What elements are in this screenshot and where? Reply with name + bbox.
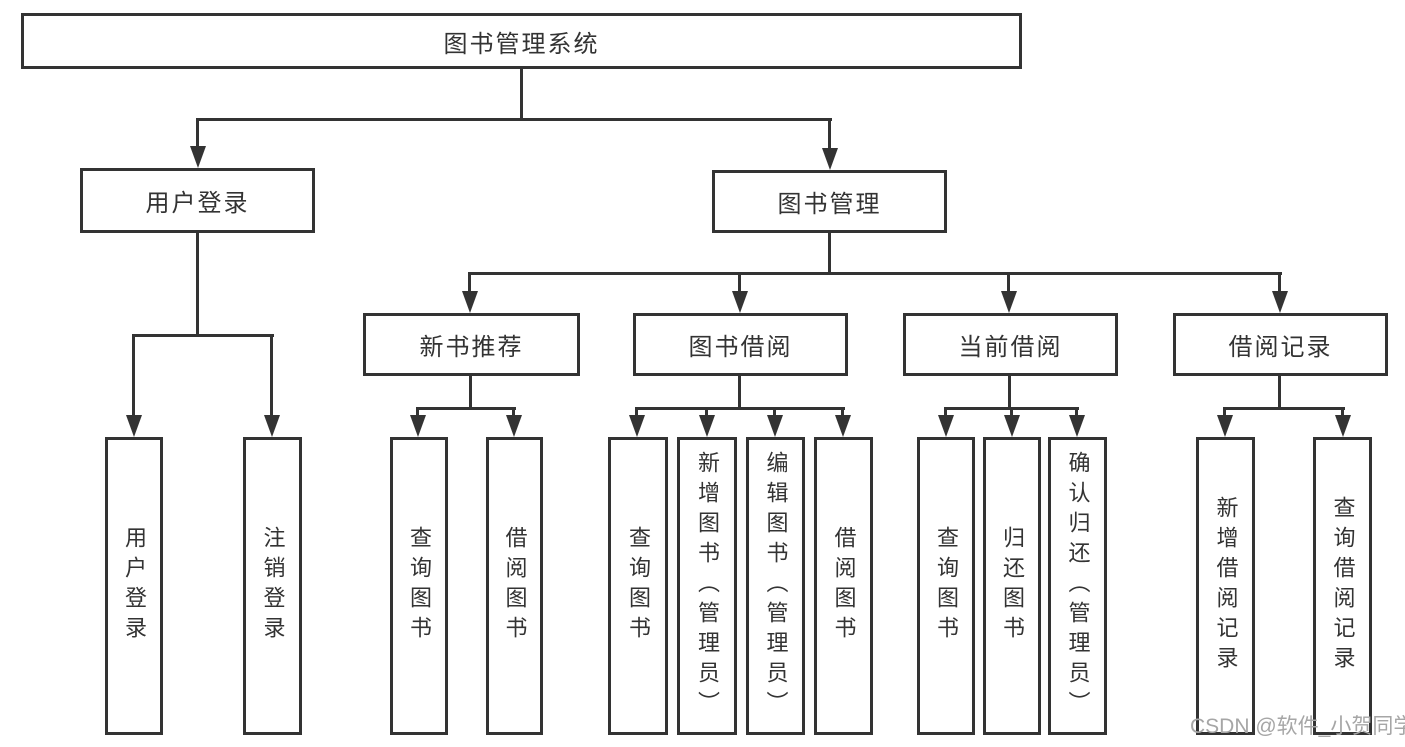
arrow-to-leaf-user-login xyxy=(132,334,135,415)
leaf-records-query-record-label: 查询借阅记录 xyxy=(1330,496,1356,676)
arrow-borrow-1 xyxy=(635,407,638,415)
leaf-current-confirm-return-label: 确认归还（管理员） xyxy=(1065,451,1091,721)
leaf-borrow-add-books-label: 新增图书（管理员） xyxy=(695,451,720,721)
leaf-borrow-edit-books-label: 编辑图书（管理员） xyxy=(763,451,789,721)
arrow-borrow-4 xyxy=(841,407,844,415)
connector-user-bar xyxy=(132,334,274,337)
arrow-borrow-3 xyxy=(773,407,776,415)
leaf-borrow-add-books: 新增图书（管理员） xyxy=(677,437,737,735)
leaf-newrec-query-books-label: 查询图书 xyxy=(407,526,432,646)
leaf-records-add-record: 新增借阅记录 xyxy=(1196,437,1255,735)
leaf-current-query-books: 查询图书 xyxy=(917,437,975,735)
arrow-newrec-2 xyxy=(512,407,515,415)
leaf-borrow-query-books: 查询图书 xyxy=(608,437,668,735)
node-new-rec: 新书推荐 xyxy=(363,313,580,376)
node-records-label: 借阅记录 xyxy=(1228,334,1333,361)
leaf-newrec-query-books: 查询图书 xyxy=(390,437,448,735)
arrow-to-book-mgmt xyxy=(828,118,831,148)
connector-root-stub xyxy=(520,68,523,120)
arrow-to-borrow xyxy=(738,272,741,291)
connector-newrec-bar xyxy=(416,407,516,410)
csdn-watermark: CSDN @软件_小贺同学 xyxy=(1190,715,1405,738)
connector-records-stub xyxy=(1278,376,1281,410)
connector-records-bar xyxy=(1223,407,1345,410)
node-book-mgmt-label: 图书管理 xyxy=(777,191,882,218)
node-root: 图书管理系统 xyxy=(21,13,1022,69)
leaf-user-login-label: 用户登录 xyxy=(122,526,147,646)
leaf-logout: 注销登录 xyxy=(243,437,302,735)
node-borrow: 图书借阅 xyxy=(633,313,848,376)
arrow-borrow-2 xyxy=(705,407,708,415)
leaf-current-return-books: 归还图书 xyxy=(983,437,1041,735)
leaf-borrow-borrow-books-label: 借阅图书 xyxy=(831,526,857,646)
node-book-mgmt: 图书管理 xyxy=(712,170,947,233)
leaf-current-confirm-return: 确认归还（管理员） xyxy=(1048,437,1107,735)
leaf-logout-label: 注销登录 xyxy=(260,526,286,646)
connector-borrow-bar xyxy=(635,407,845,410)
arrow-to-new-rec xyxy=(468,272,471,291)
leaf-borrow-edit-books: 编辑图书（管理员） xyxy=(746,437,805,735)
arrow-newrec-1 xyxy=(416,407,419,415)
leaf-borrow-borrow-books: 借阅图书 xyxy=(814,437,873,735)
connector-newrec-stub xyxy=(469,376,472,410)
connector-root-bar xyxy=(196,118,832,121)
connector-mgmt-stub xyxy=(828,233,831,275)
arrow-to-records xyxy=(1278,272,1281,291)
arrow-to-user-login xyxy=(196,118,199,146)
leaf-newrec-borrow-books-label: 借阅图书 xyxy=(502,526,528,646)
node-current: 当前借阅 xyxy=(903,313,1118,376)
arrow-records-1 xyxy=(1223,407,1226,415)
node-root-label: 图书管理系统 xyxy=(443,30,600,58)
node-current-label: 当前借阅 xyxy=(958,334,1063,361)
arrow-to-current xyxy=(1007,272,1010,291)
connector-borrow-stub xyxy=(738,376,741,410)
arrow-current-2 xyxy=(1010,407,1013,415)
arrow-records-2 xyxy=(1341,407,1344,415)
connector-mgmt-bar xyxy=(468,272,1282,275)
node-new-rec-label: 新书推荐 xyxy=(419,334,524,361)
node-records: 借阅记录 xyxy=(1173,313,1388,376)
arrow-current-1 xyxy=(944,407,947,415)
leaf-user-login: 用户登录 xyxy=(105,437,163,735)
node-borrow-label: 图书借阅 xyxy=(688,334,793,361)
node-user-login-label: 用户登录 xyxy=(145,190,250,217)
leaf-current-return-books-label: 归还图书 xyxy=(1000,526,1025,646)
leaf-records-query-record: 查询借阅记录 xyxy=(1313,437,1372,735)
leaf-borrow-query-books-label: 查询图书 xyxy=(626,526,651,646)
arrow-current-3 xyxy=(1075,407,1078,415)
leaf-current-query-books-label: 查询图书 xyxy=(934,526,959,646)
arrow-to-leaf-logout xyxy=(270,334,273,415)
node-user-login: 用户登录 xyxy=(80,168,315,233)
connector-user-stub xyxy=(196,233,199,337)
leaf-records-add-record-label: 新增借阅记录 xyxy=(1213,496,1239,676)
leaf-newrec-borrow-books: 借阅图书 xyxy=(486,437,543,735)
connector-current-stub xyxy=(1008,376,1011,410)
